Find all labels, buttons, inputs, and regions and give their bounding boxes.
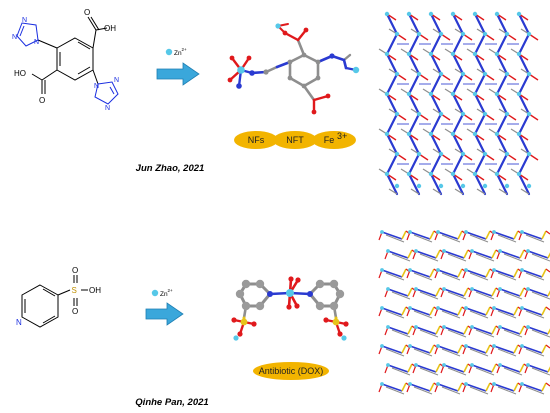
svg-text:N: N — [105, 105, 110, 112]
svg-text:N: N — [22, 17, 27, 24]
zinc-ion-icon — [165, 48, 173, 56]
target-pills-row1: NFs NFT Fe 3+ — [234, 131, 356, 149]
target-pill-fe: Fe 3+ — [312, 131, 356, 149]
ligand-pyridine-sulfonic-acid — [21, 275, 88, 328]
svg-text:N: N — [12, 34, 17, 41]
svg-text:3+: 3+ — [337, 131, 347, 141]
svg-text:NFs: NFs — [248, 135, 265, 145]
zinc-charge: 2+ — [182, 47, 188, 52]
framework-lattice-row2 — [378, 230, 550, 395]
carboxyl-ho-bottom: HO — [14, 69, 26, 78]
carboxyl-oxygen-top: O — [84, 8, 90, 17]
svg-text:Fe: Fe — [324, 135, 335, 145]
zinc-reagent-row1: Zn 2+ — [165, 47, 188, 57]
pyridine-nitrogen-label: N — [16, 318, 22, 327]
framework-lattice-row1 — [378, 11, 539, 196]
target-pill-nft: NFT — [273, 131, 317, 149]
ligand-triazole-terephthalic-acid — [16, 16, 119, 105]
target-pill-antibiotic-dox: Antibiotic (DOX) — [253, 362, 329, 380]
sulfonyl-oxygen-top: O — [72, 266, 78, 275]
ligand-atom-labels-row2: S OH O O N — [16, 266, 101, 327]
zinc-reagent-row2: Zn 2+ — [151, 288, 174, 298]
sulfonyl-oh-label: OH — [89, 286, 101, 295]
sulfur-label: S — [72, 286, 77, 295]
zinc-label: Zn — [174, 50, 182, 57]
svg-text:N: N — [34, 39, 39, 46]
svg-text:Antibiotic (DOX): Antibiotic (DOX) — [259, 366, 324, 376]
zinc-charge: 2+ — [168, 288, 174, 293]
coordination-model-row2 — [231, 276, 349, 341]
svg-text:N: N — [94, 83, 99, 90]
coordination-model-row1 — [227, 23, 360, 115]
citation-row2: Qinhe Pan, 2021 — [135, 397, 208, 408]
reaction-arrow-row1 — [156, 62, 200, 86]
ligand-atom-labels-row1: O OH HO O — [14, 8, 116, 105]
triazole-nitrogen-labels-row1: N N N N N N — [12, 17, 119, 112]
citation-row1: Jun Zhao, 2021 — [136, 163, 205, 174]
sulfonyl-oxygen-bottom: O — [72, 307, 78, 316]
reaction-arrow-row2 — [145, 302, 184, 326]
svg-text:NFT: NFT — [286, 135, 304, 145]
zinc-ion-icon — [151, 289, 159, 297]
carboxyl-oxygen-bottom: O — [39, 96, 45, 105]
carboxyl-oh-top: OH — [104, 24, 116, 33]
svg-text:N: N — [114, 77, 119, 84]
target-pill-nfs: NFs — [234, 131, 278, 149]
zinc-label: Zn — [160, 291, 168, 298]
